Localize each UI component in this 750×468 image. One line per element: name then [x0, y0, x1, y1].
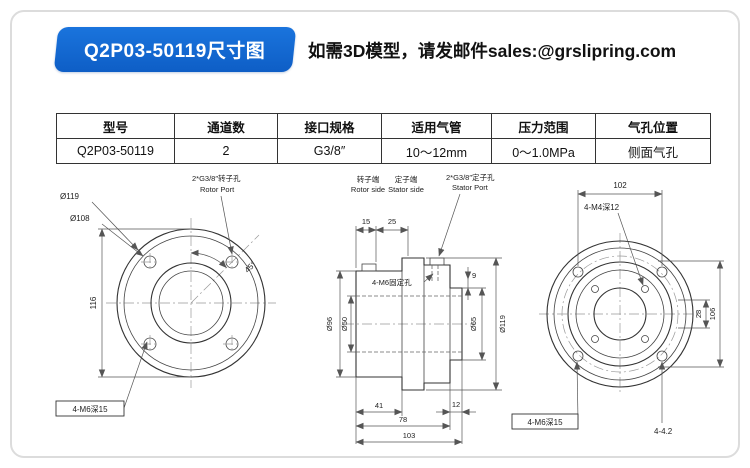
section-dia-50: Ø50 [340, 317, 349, 331]
cell-port-position: 侧面气孔 [595, 138, 711, 164]
section-port-label-cn: 2*G3/8″定子孔 [446, 172, 495, 182]
cell-pressure: 0～1.0MPa [491, 138, 596, 164]
section-dia-119: Ø119 [498, 315, 507, 333]
rear-dim-106: 106 [708, 308, 717, 321]
section-stator-side-cn: 定子端 [395, 174, 418, 184]
section-stator-side-en: Stator side [388, 185, 424, 194]
cell-channels: 2 [174, 138, 278, 164]
rear-m6-note-box [511, 413, 579, 430]
title-badge: Q2P03-50119尺寸图 [53, 27, 297, 72]
section-dim-41: 41 [375, 401, 383, 410]
section-dia-96: Ø96 [325, 317, 334, 331]
rear-hole-note: 4-4.2 [654, 427, 673, 436]
spec-table: 型号 通道数 接口规格 适用气管 压力范围 气孔位置 Q2P03-50119 2… [56, 113, 711, 164]
section-dim-25: 25 [388, 217, 396, 226]
section-view-drawing: 转子端 Rotor side 定子端 Stator side 15 25 2*G… [325, 172, 507, 446]
rear-view-dimensions: 102 4-M4深12 28 106 4-M6深15 4-4.2 [511, 181, 724, 436]
front-outer-dia-label: Ø119 [60, 192, 80, 201]
page-title: Q2P03-50119尺寸图 [84, 41, 266, 62]
col-model: 型号 [56, 113, 175, 139]
front-bolt-note: 4-M6深15 [72, 405, 108, 414]
front-angle-label: 45° [243, 260, 258, 275]
col-interface: 接口规格 [277, 113, 382, 139]
col-pressure: 压力范围 [491, 113, 596, 139]
section-port-label-en: Stator Port [452, 183, 489, 192]
section-dim-15: 15 [362, 217, 370, 226]
col-port-position: 气孔位置 [595, 113, 711, 139]
front-inner-dia-label: Ø108 [70, 214, 90, 223]
front-view-dimensions: 116 Ø119 Ø108 45° 2*G3/8″转子孔 Rotor Port … [55, 173, 258, 417]
section-dim-103: 103 [403, 431, 416, 440]
section-dim-9: 9 [472, 271, 476, 280]
rear-dim-28: 28 [694, 310, 703, 318]
col-channels: 通道数 [174, 113, 278, 139]
section-rotor-side-en: Rotor side [351, 185, 385, 194]
front-view-drawing: 116 Ø119 Ø108 45° 2*G3/8″转子孔 Rotor Port … [55, 173, 276, 417]
spec-table-header-row: 型号 通道数 接口规格 适用气管 压力范围 气孔位置 [56, 113, 711, 139]
front-port-label-cn: 2*G3/8″转子孔 [192, 173, 241, 183]
cell-interface: G3/8″ [277, 138, 382, 164]
front-bolt-note-box [55, 400, 125, 417]
rear-view-geometry [539, 233, 701, 395]
cell-tube: 10～12mm [381, 138, 492, 164]
section-fix-note: 4-M6固定孔 [372, 277, 412, 287]
front-port-label-en: Rotor Port [200, 185, 235, 194]
page-border-frame [10, 10, 740, 458]
rear-dim-102: 102 [613, 181, 627, 190]
rear-m4-note: 4-M4深12 [584, 203, 620, 212]
section-rotor-side-cn: 转子端 [357, 174, 380, 184]
spec-table-data-row: Q2P03-50119 2 G3/8″ 10～12mm 0～1.0MPa 侧面气… [56, 138, 711, 164]
section-dia-65: Ø65 [469, 317, 478, 331]
rear-view-drawing: 102 4-M4深12 28 106 4-M6深15 4-4.2 [511, 181, 724, 436]
section-view-dimensions: 转子端 Rotor side 定子端 Stator side 15 25 2*G… [325, 172, 507, 446]
col-tube: 适用气管 [381, 113, 492, 139]
section-dim-78: 78 [399, 415, 407, 424]
contact-note: 如需3D模型，请发邮件sales:@grslipring.com [308, 41, 677, 61]
rear-m6-note: 4-M6深15 [527, 418, 563, 427]
cell-model: Q2P03-50119 [56, 138, 175, 164]
section-dim-12: 12 [452, 400, 460, 409]
front-height-dim: 116 [89, 296, 98, 309]
